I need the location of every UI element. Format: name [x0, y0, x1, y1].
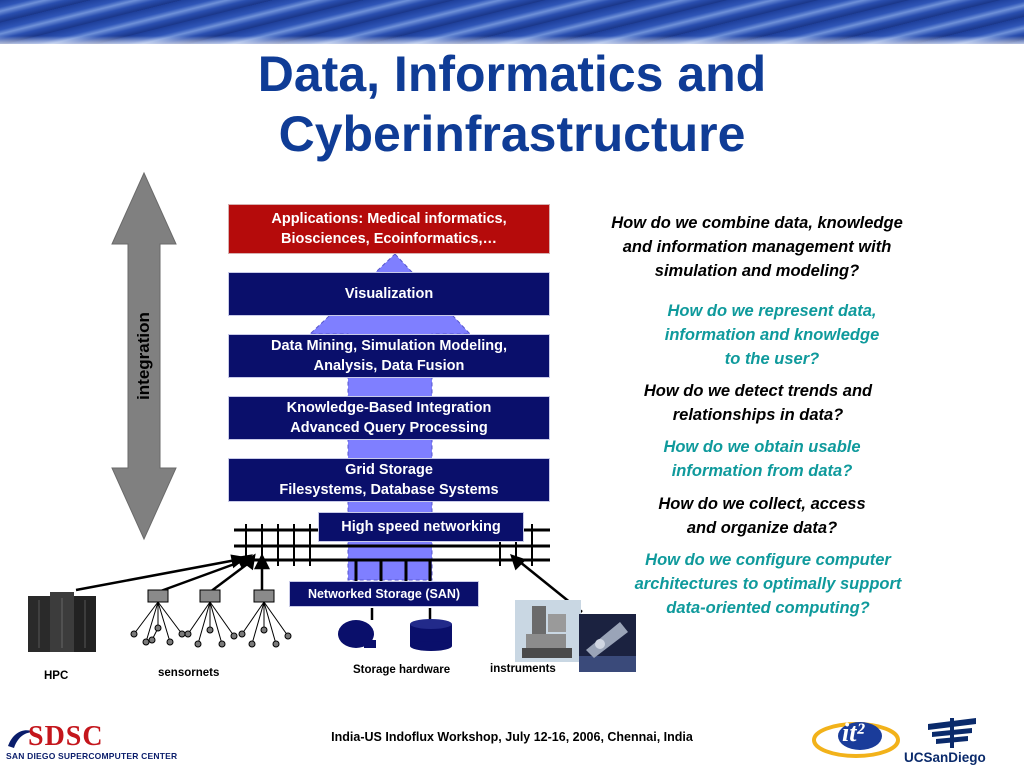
question-combine-data: How do we combine data, knowledge and in…	[576, 211, 938, 283]
san-connectors	[354, 560, 432, 582]
knowledge-layer-line-2: Advanced Query Processing	[290, 420, 488, 436]
it2-logo-text: it²	[842, 718, 865, 747]
question-2-line-3: to the user?	[724, 350, 820, 368]
grid-storage-layer: Grid Storage Filesystems, Database Syste…	[228, 458, 550, 502]
question-5-line-1: How do we collect, access	[658, 495, 866, 513]
question-5-line-2: and organize data?	[686, 519, 838, 537]
question-2-line-1: How do we represent data,	[667, 302, 877, 320]
visualization-layer: Visualization	[228, 272, 550, 316]
question-3-line-1: How do we detect trends and	[643, 382, 873, 400]
data-mining-layer: Data Mining, Simulation Modeling, Analys…	[228, 334, 550, 378]
question-1-line-1: How do we combine data, knowledge	[611, 214, 903, 232]
hpc-server-icon	[28, 592, 96, 652]
question-collect-data: How do we collect, access and organize d…	[610, 492, 914, 540]
knowledge-layer-line-1: Knowledge-Based Integration	[286, 400, 492, 416]
question-6-line-2: architectures to optimally support	[634, 575, 902, 593]
storage-cylinder-icon	[410, 619, 452, 651]
slide-title-line-2: Cyberinfrastructure	[278, 106, 746, 162]
grid-storage-layer-line-2: Filesystems, Database Systems	[279, 482, 499, 498]
visualization-layer-line-1: Visualization	[344, 286, 434, 302]
question-6-line-1: How do we configure computer	[645, 551, 891, 569]
question-represent-data: How do we represent data, information an…	[620, 299, 924, 371]
question-1-line-2: and information management with	[622, 238, 892, 256]
sdsc-logo-text: SDSC	[28, 721, 104, 752]
microscope-instrument-icon	[515, 600, 581, 662]
sensornet-icon-2	[184, 589, 238, 648]
question-configure-architectures: How do we configure computer architectur…	[588, 548, 948, 620]
sensornets-label: sensornets	[158, 667, 220, 679]
question-4-line-1: How do we obtain usable	[663, 438, 861, 456]
grid-storage-layer-line-1: Grid Storage	[345, 462, 433, 478]
networked-storage-label: Networked Storage (SAN)	[289, 581, 479, 607]
sensornet-icon-3	[238, 589, 292, 648]
hpc-label: HPC	[44, 670, 69, 682]
question-3-line-2: relationships in data?	[672, 406, 844, 424]
header-banner-fade	[0, 36, 1024, 44]
question-4-line-2: information from data?	[671, 462, 853, 480]
question-1-line-3: simulation and modeling?	[654, 262, 860, 280]
integration-label: integration	[134, 312, 153, 400]
slide-title: Data, Informatics and Cyberinfrastructur…	[0, 44, 1024, 164]
instruments-label: instruments	[490, 663, 556, 675]
footer-workshop-text: India-US Indoflux Workshop, July 12-16, …	[331, 730, 693, 744]
it2-logo-icon	[812, 722, 900, 758]
sdsc-logo: SDSC SAN DIEGO SUPERCOMPUTER CENTER	[6, 721, 177, 762]
ucsd-building-icon	[928, 718, 976, 748]
storage-hardware-label: Storage hardware	[353, 664, 451, 676]
storage-disk-icon	[338, 620, 376, 648]
applications-layer-line-1: Applications: Medical informatics,	[271, 211, 507, 227]
question-2-line-2: information and knowledge	[664, 326, 880, 344]
applications-layer: Applications: Medical informatics, Biosc…	[228, 204, 550, 254]
sensornet-icon-1	[130, 589, 186, 646]
question-obtain-information: How do we obtain usable information from…	[610, 435, 914, 483]
data-mining-layer-line-1: Data Mining, Simulation Modeling,	[270, 338, 508, 354]
applications-layer-line-2: Biosciences, Ecoinformatics,…	[281, 231, 497, 247]
hardware-arrows	[75, 553, 583, 620]
question-6-line-3: data-oriented computing?	[666, 599, 870, 617]
ucsd-logo-text: UCSanDiego	[904, 750, 986, 765]
sdsc-logo-subtitle: SAN DIEGO SUPERCOMPUTER CENTER	[6, 751, 178, 761]
integration-double-arrow	[111, 171, 177, 541]
high-speed-networking-label: High speed networking	[318, 512, 524, 542]
data-mining-layer-line-2: Analysis, Data Fusion	[313, 358, 465, 374]
question-detect-trends: How do we detect trends and relationship…	[600, 379, 916, 427]
telescope-instrument-icon	[579, 614, 636, 672]
sdsc-swoosh-icon	[8, 730, 34, 748]
knowledge-integration-layer: Knowledge-Based Integration Advanced Que…	[228, 396, 550, 440]
slide-title-line-1: Data, Informatics and	[257, 46, 767, 102]
